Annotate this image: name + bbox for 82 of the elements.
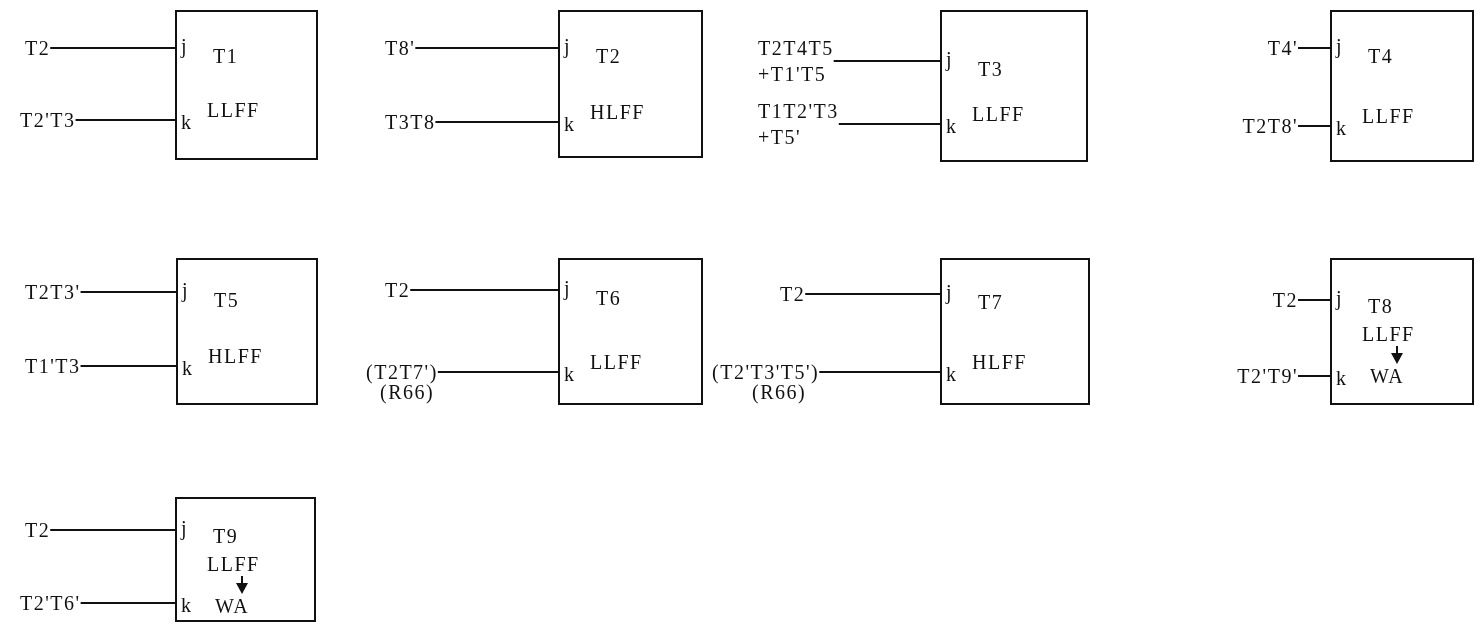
pin-label: j	[946, 280, 954, 304]
input-expression: T2	[25, 35, 51, 61]
input-expression: T2	[25, 517, 51, 543]
pin-label: j	[1336, 286, 1344, 310]
input-expression: T2	[1272, 287, 1298, 313]
flip-flop-type: LLFF	[1362, 322, 1415, 346]
input-expression: T2'T6'	[20, 590, 81, 616]
connector-line	[49, 47, 176, 49]
pin-label: j	[181, 34, 189, 58]
pin-label: k	[564, 112, 576, 136]
pin-label: j	[182, 278, 190, 302]
flip-flop-box	[176, 258, 318, 405]
flip-flop-name: T7	[978, 290, 1004, 314]
connector-line	[832, 60, 941, 62]
input-expression: T2T3'	[25, 279, 81, 305]
flip-flop-box	[558, 258, 703, 405]
flip-flop-box	[940, 10, 1088, 162]
connector-line	[1297, 375, 1331, 377]
flip-flop-name: T8	[1368, 294, 1394, 318]
connector-line	[79, 291, 177, 293]
pin-label: j	[564, 34, 572, 58]
flip-flop-output: WA	[215, 594, 250, 618]
connector-line	[804, 293, 941, 295]
connector-line	[49, 529, 176, 531]
flip-flop-name: T5	[214, 288, 240, 312]
flip-flop-name: T3	[978, 57, 1004, 81]
flip-flop-name: T9	[213, 524, 239, 548]
flip-flop-box	[940, 258, 1090, 405]
input-expression: T4'	[1267, 35, 1298, 61]
flip-flop-type: LLFF	[972, 102, 1025, 126]
pin-label: k	[946, 114, 958, 138]
connector-line	[1297, 125, 1331, 127]
flip-flop-name: T2	[596, 44, 622, 68]
pin-label: k	[946, 362, 958, 386]
flip-flop-name: T1	[213, 44, 239, 68]
input-expression: T2'T3	[20, 107, 76, 133]
connector-line	[74, 119, 176, 121]
flip-flop-type: LLFF	[590, 350, 643, 374]
flip-flop-type: LLFF	[207, 98, 260, 122]
input-expression: T3T8	[385, 109, 436, 135]
flip-flop-type: HLFF	[590, 100, 645, 124]
flip-flop-type: HLFF	[208, 344, 263, 368]
connector-line	[79, 365, 177, 367]
flip-flop-type: HLFF	[972, 350, 1027, 374]
connector-line	[434, 121, 559, 123]
connector-line	[837, 123, 941, 125]
pin-label: k	[1336, 366, 1348, 390]
pin-label: j	[181, 516, 189, 540]
connector-line	[1297, 299, 1331, 301]
pin-label: j	[1336, 34, 1344, 58]
flip-flop-box	[1330, 258, 1474, 405]
pin-label: j	[946, 47, 954, 71]
flip-flop-name: T6	[596, 286, 622, 310]
flip-flop-type: LLFF	[207, 552, 260, 576]
pin-label: j	[564, 276, 572, 300]
input-expression: T1T2'T3 +T5'	[758, 98, 839, 150]
connector-line	[436, 371, 559, 373]
flip-flop-output: WA	[1370, 364, 1405, 388]
pin-label: k	[564, 362, 576, 386]
input-expression: T2T8'	[1242, 113, 1298, 139]
flip-flop-box	[1330, 10, 1474, 162]
input-expression: T2	[780, 281, 806, 307]
connector-line	[414, 47, 559, 49]
input-expression: (T2T7')	[366, 359, 438, 385]
connector-line	[1297, 47, 1331, 49]
input-expression: T2T4T5 +T1'T5	[758, 35, 834, 87]
input-expression: T2	[385, 277, 411, 303]
input-expression: T2'T9'	[1237, 363, 1298, 389]
connector-line	[79, 602, 176, 604]
flip-flop-box	[175, 10, 318, 160]
input-expression: T8'	[385, 35, 416, 61]
flip-flop-name: T4	[1368, 44, 1394, 68]
flip-flop-box	[175, 497, 316, 622]
connector-line	[409, 289, 559, 291]
connector-line	[818, 371, 941, 373]
pin-label: k	[1336, 116, 1348, 140]
input-expression: T1'T3	[25, 353, 81, 379]
pin-label: k	[181, 593, 193, 617]
flip-flop-box	[558, 10, 703, 158]
pin-label: k	[181, 110, 193, 134]
pin-label: k	[182, 356, 194, 380]
flip-flop-type: LLFF	[1362, 104, 1415, 128]
